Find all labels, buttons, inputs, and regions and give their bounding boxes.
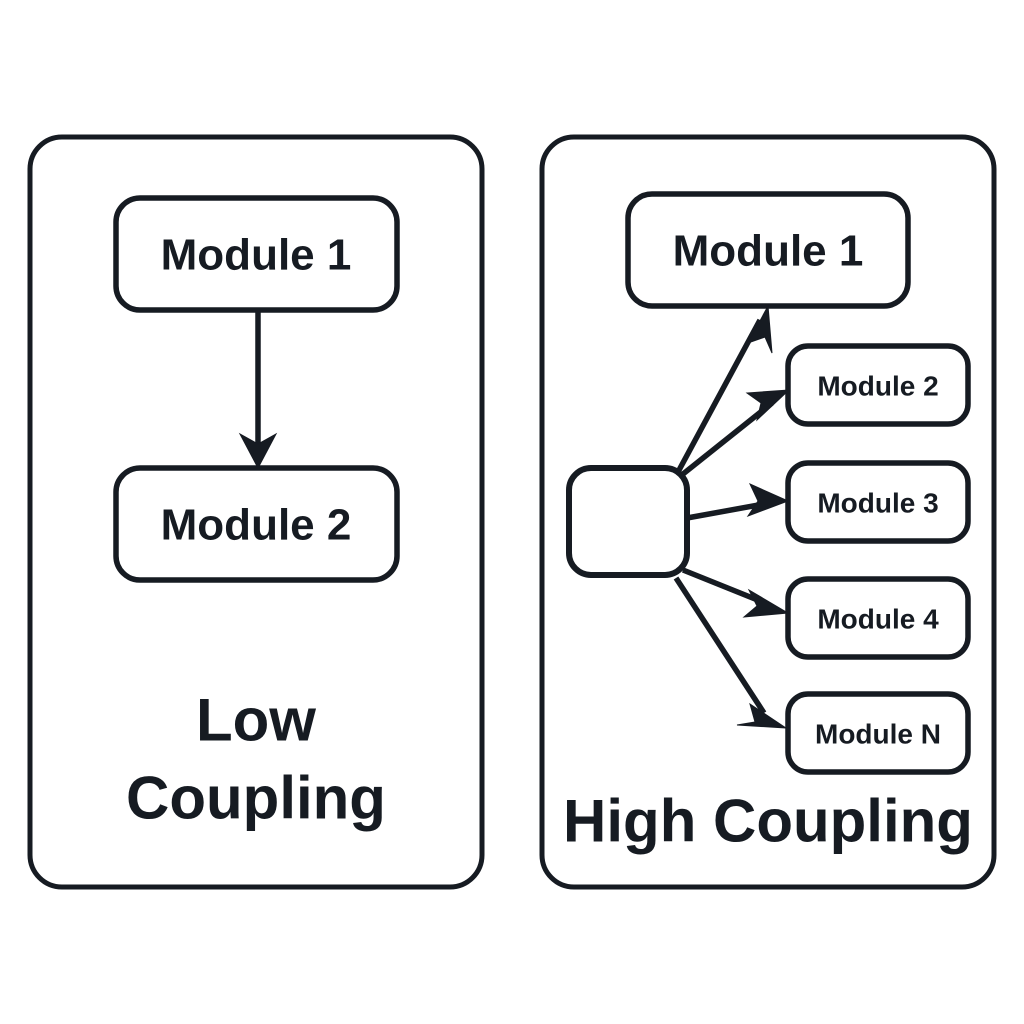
low-module-1[interactable]: Module 1 [113, 195, 400, 313]
high-module-3-box [785, 460, 971, 544]
high-module-2-label: Module 2 [817, 371, 938, 402]
low-module-2[interactable]: Module 2 [113, 465, 400, 583]
high-edge-hub-to-4 [681, 567, 790, 618]
high-module-1-label: Module 1 [673, 227, 864, 276]
high-module-n-box [785, 691, 971, 775]
high-module-3-label: Module 3 [817, 488, 938, 519]
low-coupling-caption-line-1: Low [196, 687, 316, 754]
high-module-2[interactable]: Module 2 [785, 343, 971, 427]
low-module-1-label: Module 1 [161, 231, 352, 280]
low-edge-1-to-2 [238, 310, 278, 470]
high-edge-hub-to-2-line [681, 400, 774, 477]
high-module-2-box [785, 343, 971, 427]
high-edge-hub-to-1-arrowhead [746, 304, 773, 354]
high-edge-hub-to-n [673, 576, 788, 729]
high-edge-hub-to-2-arrowhead [745, 389, 791, 422]
high-module-n[interactable]: Module N [785, 691, 971, 775]
low-coupling-panel: Module 1 Module 2 Low Coupling [27, 134, 485, 890]
high-edge-hub-to-1 [675, 304, 773, 474]
high-module-4[interactable]: Module 4 [785, 576, 971, 660]
high-hub[interactable] [566, 465, 690, 578]
high-edge-hub-to-4-arrowhead [742, 588, 790, 618]
high-module-1[interactable]: Module 1 [625, 191, 911, 309]
high-edge-hub-to-n-arrowhead [736, 702, 788, 729]
high-module-3[interactable]: Module 3 [785, 460, 971, 544]
high-edge-hub-to-4-line [681, 567, 767, 606]
high-coupling-caption: High Coupling [563, 788, 973, 855]
high-edge-hub-to-3 [686, 482, 790, 521]
high-module-4-label: Module 4 [817, 604, 939, 635]
high-edge-hub-to-3-arrowhead [746, 482, 790, 518]
high-edge-hub-to-1-line [675, 318, 763, 474]
high-module-4-box [785, 576, 971, 660]
low-coupling-caption-line-2: Coupling [126, 765, 386, 832]
high-coupling-panel: Module 1 Module 2 [539, 134, 997, 890]
low-edge-1-to-2-arrowhead [238, 432, 278, 470]
high-hub-box [566, 465, 690, 578]
high-edge-hub-to-2 [681, 389, 791, 477]
high-edge-hub-to-n-line [673, 576, 767, 715]
low-module-2-label: Module 2 [161, 501, 352, 550]
high-module-n-label: Module N [815, 719, 941, 750]
high-edge-hub-to-3-line [686, 501, 765, 521]
low-module-2-box [113, 465, 400, 583]
